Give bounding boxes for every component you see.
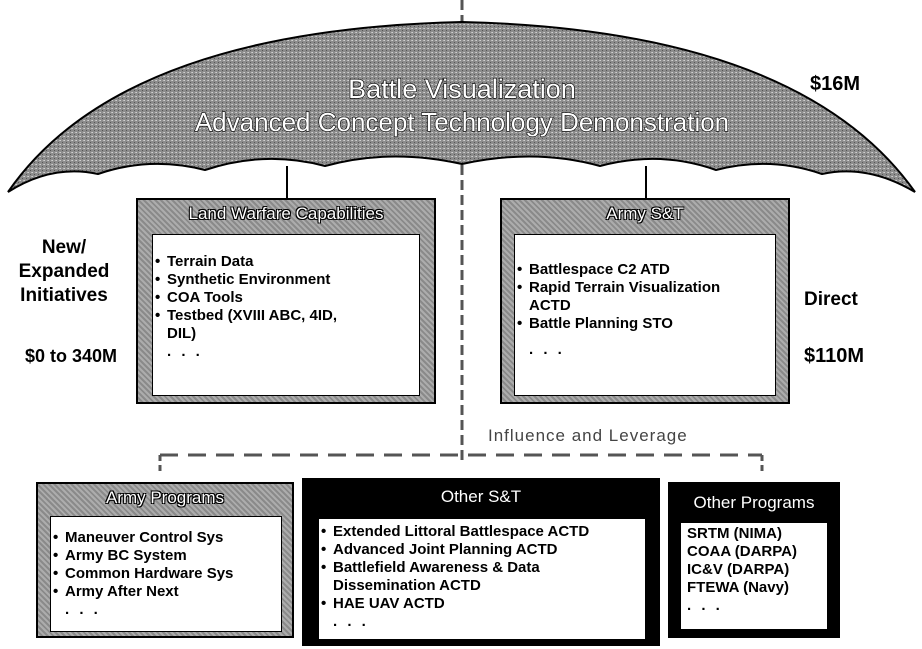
list-item: Army BC System bbox=[51, 547, 281, 565]
other-st-title: Other S&T bbox=[440, 487, 522, 506]
list-item: Army After Next bbox=[51, 583, 281, 601]
list-item: Testbed (XVIII ABC, 4ID, bbox=[153, 307, 419, 325]
list-item-continuation: Dissemination ACTD bbox=[333, 577, 481, 594]
other-programs-list: SRTM (NIMA) COAA (DARPA) IC&V (DARPA) FT… bbox=[681, 525, 827, 615]
other-st-box: Other S&T Extended Littoral Battlespace … bbox=[302, 478, 660, 646]
list-ellipsis: . . . bbox=[687, 597, 723, 614]
list-item: Rapid Terrain Visualization bbox=[515, 279, 775, 297]
list-item: HAE UAV ACTD bbox=[319, 595, 645, 613]
right-side-label: Direct bbox=[804, 289, 858, 310]
list-item-continuation: DIL) bbox=[167, 325, 197, 342]
land-warfare-inner: Terrain Data Synthetic Environment COA T… bbox=[152, 234, 420, 396]
list-item: IC&V (DARPA) bbox=[687, 561, 790, 578]
list-item: Battle Planning STO bbox=[515, 315, 775, 333]
army-st-list: Battlespace C2 ATD Rapid Terrain Visuali… bbox=[515, 261, 775, 359]
list-item: Synthetic Environment bbox=[153, 271, 419, 289]
left-label-line3: Initiatives bbox=[20, 285, 108, 306]
list-ellipsis: . . . bbox=[167, 343, 203, 360]
umbrella-budget: $16M bbox=[810, 73, 861, 95]
list-item: Extended Littoral Battlespace ACTD bbox=[319, 523, 645, 541]
other-programs-title: Other Programs bbox=[693, 493, 815, 512]
army-programs-list: Maneuver Control Sys Army BC System Comm… bbox=[51, 529, 281, 619]
umbrella-canopy bbox=[7, 20, 916, 193]
land-warfare-box: Land Warfare Capabilities Terrain Data S… bbox=[136, 198, 436, 404]
right-side-budget: $110M bbox=[804, 345, 865, 367]
army-st-box: Army S&T Battlespace C2 ATD Rapid Terrai… bbox=[500, 198, 790, 404]
left-side-budget: $0 to 340M bbox=[24, 346, 118, 366]
list-item: Battlespace C2 ATD bbox=[515, 261, 775, 279]
list-item: FTEWA (Navy) bbox=[687, 579, 789, 596]
list-ellipsis: . . . bbox=[529, 341, 565, 358]
list-item: COA Tools bbox=[153, 289, 419, 307]
left-label-line1: New/ bbox=[41, 237, 87, 258]
other-programs-box: Other Programs SRTM (NIMA) COAA (DARPA) … bbox=[668, 482, 840, 638]
land-warfare-title: Land Warfare Capabilities bbox=[188, 204, 384, 223]
other-st-list: Extended Littoral Battlespace ACTD Advan… bbox=[319, 523, 645, 631]
list-item: Common Hardware Sys bbox=[51, 565, 281, 583]
list-ellipsis: . . . bbox=[65, 601, 101, 618]
list-item: Terrain Data bbox=[153, 253, 419, 271]
other-programs-inner: SRTM (NIMA) COAA (DARPA) IC&V (DARPA) FT… bbox=[680, 522, 828, 630]
list-item-continuation: ACTD bbox=[529, 297, 571, 314]
leverage-label: Influence and Leverage bbox=[488, 426, 688, 445]
list-item: COAA (DARPA) bbox=[687, 543, 797, 560]
army-programs-inner: Maneuver Control Sys Army BC System Comm… bbox=[50, 516, 282, 632]
army-st-inner: Battlespace C2 ATD Rapid Terrain Visuali… bbox=[514, 234, 776, 396]
list-item: SRTM (NIMA) bbox=[687, 525, 782, 542]
army-programs-box: Army Programs Maneuver Control Sys Army … bbox=[36, 482, 294, 638]
left-label-line2: Expanded bbox=[18, 261, 110, 282]
army-st-title: Army S&T bbox=[606, 204, 684, 223]
left-side-label: New/ Expanded Initiatives bbox=[6, 236, 122, 308]
land-warfare-list: Terrain Data Synthetic Environment COA T… bbox=[153, 253, 419, 361]
list-item: Maneuver Control Sys bbox=[51, 529, 281, 547]
umbrella-title-line2: Advanced Concept Technology Demonstratio… bbox=[195, 107, 729, 137]
list-item: Battlefield Awareness & Data bbox=[319, 559, 645, 577]
list-item: Advanced Joint Planning ACTD bbox=[319, 541, 645, 559]
other-st-inner: Extended Littoral Battlespace ACTD Advan… bbox=[318, 518, 646, 640]
umbrella-title-line1: Battle Visualization bbox=[348, 74, 576, 104]
list-ellipsis: . . . bbox=[333, 613, 369, 630]
army-programs-title: Army Programs bbox=[105, 488, 225, 507]
